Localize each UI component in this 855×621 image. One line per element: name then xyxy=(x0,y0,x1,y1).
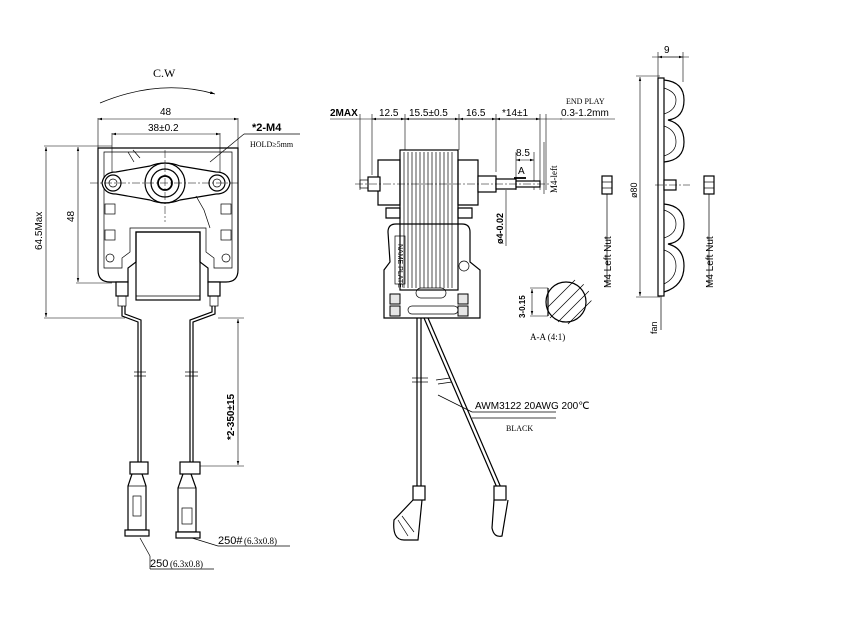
thread-left-label: M4-left xyxy=(549,165,559,193)
shaft-dia: ø4-0.02 xyxy=(495,213,505,244)
fan-dim-width: 9 xyxy=(664,45,670,56)
nut-right xyxy=(703,175,715,195)
dim-hole-spacing: 38±0.2 xyxy=(148,123,179,134)
wire-diagonal xyxy=(423,317,499,491)
name-plate-label: NAME PLATE xyxy=(396,244,403,288)
section-label: A-A (4:1) xyxy=(530,332,565,342)
terminal-b-label: 250# xyxy=(218,535,243,547)
fan-dim-dia: ø80 xyxy=(629,182,639,198)
section-mark: A xyxy=(518,166,525,177)
dim-15-5: 15.5±0.5 xyxy=(409,108,448,119)
nut-left xyxy=(601,175,613,195)
dim-12-5: 12.5 xyxy=(379,108,399,119)
dim-overall-width: 48 xyxy=(160,107,172,118)
end-play-value: 0.3-1.2mm xyxy=(561,108,609,119)
dim-14: *14±1 xyxy=(502,108,529,119)
terminal-b-size: (6.3x0.8) xyxy=(244,536,277,546)
front-view: C.W 48 38±0.2 *2-M4 HOLD≥5mm 48 64.5Max xyxy=(34,66,300,570)
rotation-arrow xyxy=(99,87,216,104)
section-aa: 3-0.15 A-A (4:1) xyxy=(518,279,592,342)
side-view: 2MAX 12.5 15.5±0.5 16.5 *14±1 END PLAY 0… xyxy=(330,97,615,541)
hold-note: HOLD≥5mm xyxy=(250,140,294,149)
wire-spec: AWM3122 20AWG 200℃ xyxy=(475,401,589,412)
nut-right-label: M4 Left Nut xyxy=(705,236,716,288)
coil-block xyxy=(135,231,201,301)
thread-note: *2-M4 xyxy=(252,122,282,134)
lead-length: *2-350±15 xyxy=(226,393,237,440)
terminal-a-size: (6.3x0.8) xyxy=(170,559,203,569)
lead-right xyxy=(189,306,213,462)
dim-height: 48 xyxy=(66,210,77,222)
lead-left xyxy=(121,306,139,462)
dim-16-5: 16.5 xyxy=(466,108,486,119)
fan-label: fan xyxy=(649,321,659,334)
fan-disc xyxy=(657,77,665,297)
stator-stack xyxy=(399,149,459,291)
fan-blade-2 xyxy=(663,203,685,293)
nut-left-label: M4 Left Nut xyxy=(603,236,614,288)
dim-max-height: 64.5Max xyxy=(34,212,45,250)
name-plate-base xyxy=(383,223,481,319)
fan-blade-1 xyxy=(663,79,685,163)
end-play-label: END PLAY xyxy=(566,97,605,106)
section-flat-dim: 3-0.15 xyxy=(518,295,527,318)
dim-8-5: 8.5 xyxy=(516,148,530,159)
dim-2max: 2MAX xyxy=(330,108,358,119)
wire-color: BLACK xyxy=(506,424,533,433)
terminal-a-label: 250 xyxy=(150,558,168,570)
fan-view: 9 ø80 fan M4 Left Nut M4 Left Nut xyxy=(601,45,716,334)
rotation-label: C.W xyxy=(153,66,176,80)
